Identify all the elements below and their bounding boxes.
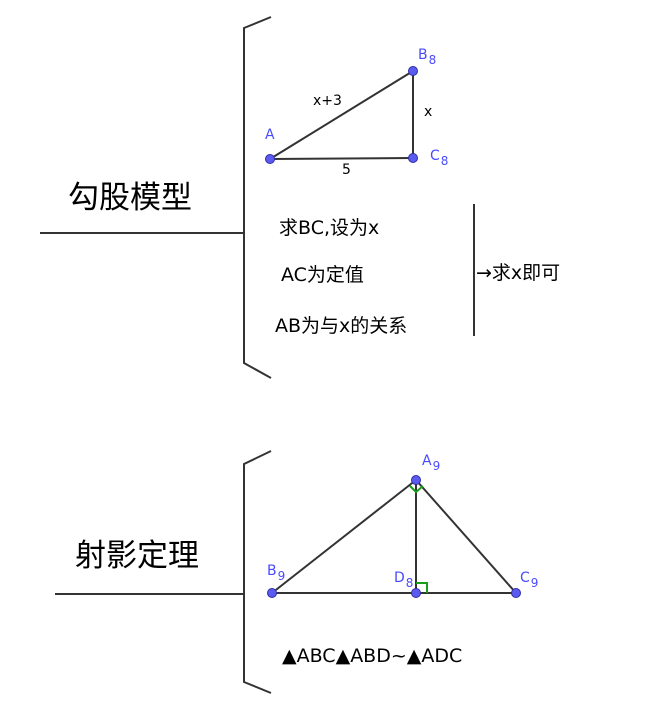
point-a-name: A — [265, 127, 275, 143]
point-b-name: B — [418, 47, 428, 63]
point-b-label: B8 — [418, 48, 436, 66]
edge-ac-9 — [415, 479, 517, 594]
edge-bc-label: x — [424, 104, 433, 120]
similarity-statement: ▲ABC▲ABD~▲ADC — [282, 645, 463, 667]
point-b-9-label: B9 — [267, 564, 285, 582]
edge-ab-label: x+3 — [313, 93, 342, 109]
note-ab-relation: AB为与x的关系 — [275, 315, 408, 337]
point-c-9-label: C9 — [520, 571, 538, 589]
point-c-name: C — [430, 148, 440, 164]
point-a-9-label: A9 — [422, 454, 440, 472]
point-a-9-subscript: 9 — [432, 459, 441, 473]
point-a-9-name: A — [422, 453, 432, 469]
point-c[interactable] — [408, 153, 418, 163]
note-find-bc: 求BC,设为x — [279, 217, 380, 239]
point-b-9-subscript: 9 — [277, 569, 286, 583]
right-angle-d — [416, 582, 428, 593]
conclusion-solve-x: →求x即可 — [476, 262, 561, 284]
point-a[interactable] — [265, 154, 275, 164]
edge-ac — [269, 157, 414, 160]
point-d-8-subscript: 8 — [405, 576, 414, 590]
point-a-label: A — [265, 128, 275, 142]
point-b-9[interactable] — [267, 588, 277, 598]
point-b[interactable] — [408, 66, 418, 76]
point-b-9-name: B — [267, 563, 277, 579]
point-d-8-label: D8 — [394, 571, 413, 589]
edge-ab — [269, 70, 414, 160]
edge-ac-label: 5 — [342, 162, 351, 178]
section2-left-brace — [243, 450, 272, 694]
section1-left-brace — [243, 16, 272, 379]
section1-title: 勾股模型 — [68, 180, 192, 216]
point-c-9-subscript: 9 — [530, 576, 539, 590]
right-angle-a — [409, 485, 424, 494]
point-d-8[interactable] — [411, 588, 421, 598]
point-a-9[interactable] — [411, 475, 421, 485]
point-b-subscript: 8 — [428, 53, 437, 67]
point-c-9-name: C — [520, 570, 530, 586]
point-c-label: C8 — [430, 149, 448, 167]
edge-ab-9 — [271, 479, 417, 594]
point-c-9[interactable] — [511, 588, 521, 598]
note-ac-constant: AC为定值 — [281, 264, 364, 286]
point-c-subscript: 8 — [440, 154, 449, 168]
point-d-8-name: D — [394, 570, 405, 586]
section2-title: 射影定理 — [75, 538, 199, 574]
